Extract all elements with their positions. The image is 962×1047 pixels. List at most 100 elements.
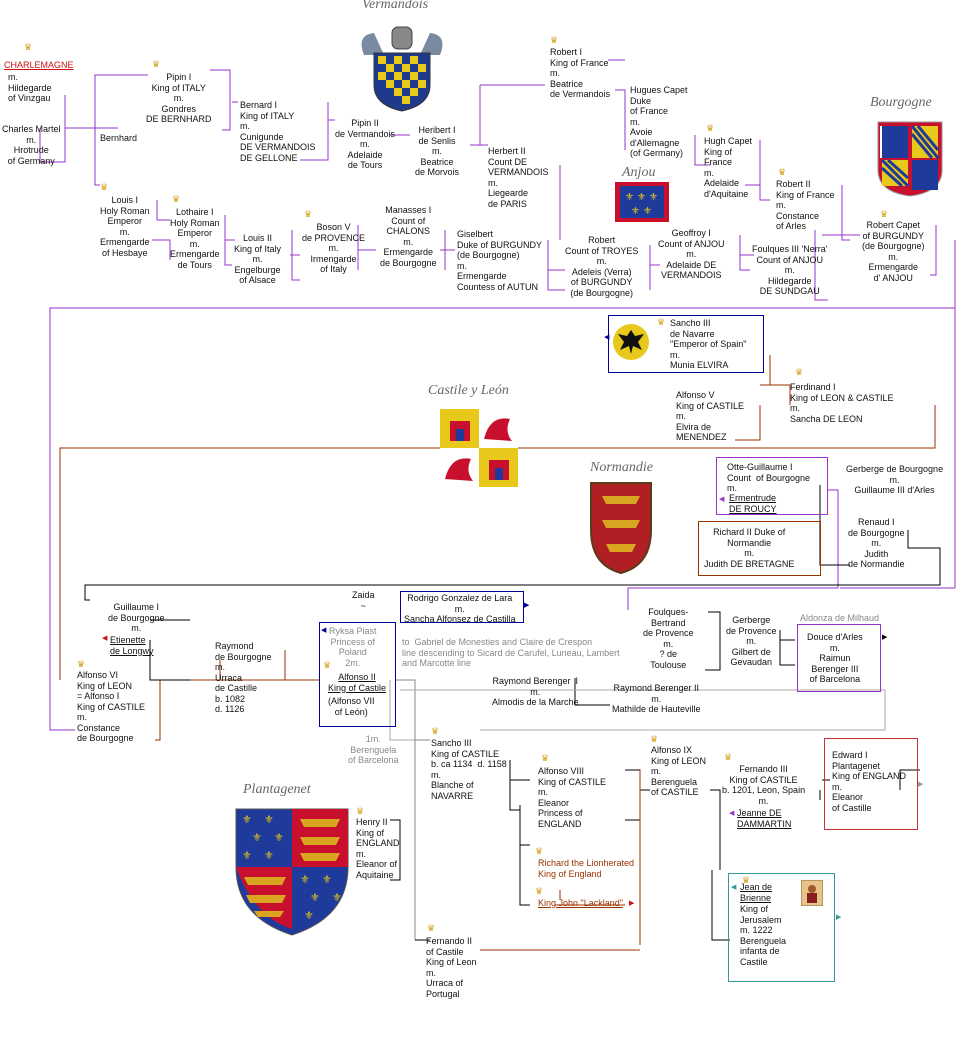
svg-text:⚜: ⚜ xyxy=(264,850,274,862)
nav-right-arrow-icon[interactable]: ▶ xyxy=(629,900,635,907)
person-guillaume-i: Guillaume I de Bourgogne m. xyxy=(108,602,165,633)
person-manasses-i: Manasses I Count of CHALONS m. Ermengard… xyxy=(380,205,437,268)
person-bernhard: Bernhard xyxy=(100,133,138,143)
svg-text:⚜: ⚜ xyxy=(242,814,252,826)
crown-icon: ♛ xyxy=(657,317,666,327)
crown-icon: ♛ xyxy=(880,209,889,219)
person-robert-capet: Robert Capet of BURGUNDY (de Bourgogne) … xyxy=(862,220,925,283)
crown-icon: ♛ xyxy=(742,875,751,885)
nav-left-arrow-icon[interactable]: ◀ xyxy=(321,627,327,634)
jean-de-brienne-portrait xyxy=(801,880,823,906)
crown-icon: ♛ xyxy=(172,194,181,204)
svg-text:⚜: ⚜ xyxy=(274,832,284,844)
person-louis-i: Louis I Holy Roman Emperor m. Ermengarde… xyxy=(100,195,150,258)
douce-box xyxy=(797,624,881,692)
person-charlemagne-spouse: m. Hildegarde of Vinzgau xyxy=(8,72,52,103)
person-edward-i: Edward I Plantagenet King of ENGLAND m. … xyxy=(832,750,907,813)
navarre-box xyxy=(608,315,764,373)
heading-vermandois: Vermandois xyxy=(362,0,429,12)
person-berenguela-barcelona: 1m. Berenguela of Barcelona xyxy=(348,734,399,765)
nav-right-arrow-icon[interactable]: ▶ xyxy=(882,634,888,641)
person-king-john-link[interactable]: King John "Lackland" xyxy=(538,898,623,908)
person-herbert-ii: Herbert II Count DE VERMANDOIS m. Liegea… xyxy=(488,146,549,209)
nav-right-arrow-icon[interactable]: ▶ xyxy=(918,781,924,788)
person-bernard-i: Bernard I King of ITALY m. Cunigunde DE … xyxy=(240,100,316,163)
person-pipin-i: Pipin I King of ITALY m. Gondres DE BERN… xyxy=(146,72,212,124)
person-charles-martel: Charles Martel m. Hrotrude of Germany xyxy=(2,124,61,166)
person-otte-guillaume: Otte-Guillaume I Count of Bourgogne m. xyxy=(727,462,811,493)
person-alfonso-vii-note: (Alfonso VII of León) xyxy=(328,696,375,717)
person-robert-troyes: Robert Count of TROYES m. Adeleis (Verra… xyxy=(565,235,639,298)
crown-icon: ♛ xyxy=(427,923,436,933)
svg-text:⚜: ⚜ xyxy=(310,892,320,904)
nav-left-arrow-icon[interactable]: ◀ xyxy=(731,884,737,891)
nav-left-arrow-icon[interactable]: ◀ xyxy=(102,635,108,642)
heading-castile: Castile y León xyxy=(428,383,509,398)
svg-text:⚜: ⚜ xyxy=(252,832,262,844)
person-gerberge-provence: Gerberge de Provence m. Gilbert de Gevau… xyxy=(726,615,777,667)
plantagenet-coat-of-arms: ⚜⚜⚜⚜⚜⚜ ⚜⚜⚜⚜⚜ xyxy=(235,808,349,936)
svg-text:⚜: ⚜ xyxy=(242,850,252,862)
person-robert-i: Robert I King of France m. Beatrice de V… xyxy=(550,47,611,99)
crown-icon: ♛ xyxy=(431,726,440,736)
edward1-box xyxy=(824,738,918,830)
person-aldonza: Aldonza de Milhaud xyxy=(800,613,880,623)
person-charlemagne-link[interactable]: CHARLEMAGNE xyxy=(4,60,74,70)
nav-right-arrow-icon[interactable]: ▶ xyxy=(836,914,842,921)
crown-icon: ♛ xyxy=(356,806,365,816)
person-ferdinand-i: Ferdinand I King of LEON & CASTILE m. Sa… xyxy=(790,382,894,424)
person-richard-lionheart: Richard the Lionherated King of England xyxy=(538,858,635,879)
person-alfonso-ix: Alfonso IX King of LEON m. Berenguela of… xyxy=(651,745,707,797)
bourgogne-coat-of-arms xyxy=(877,121,943,197)
person-geoffroy-i: Geoffroy I Count of ANJOU m. Adelaide DE… xyxy=(658,228,725,280)
person-douce-arles: Douce d'Arles m. Raimun Berenger III of … xyxy=(807,632,863,684)
castile-leon-coat-of-arms xyxy=(440,409,518,487)
crown-icon: ♛ xyxy=(100,182,109,192)
svg-text:⚜: ⚜ xyxy=(637,192,646,203)
person-ermentrude-link[interactable]: Ermentrude DE ROUCY xyxy=(729,493,777,514)
person-alfonso-vii-link[interactable]: Alfonso II King of Castile xyxy=(328,672,387,693)
person-etienette-link[interactable]: Etienette de Longwy xyxy=(110,635,154,656)
crown-icon: ♛ xyxy=(24,42,33,52)
svg-text:⚜: ⚜ xyxy=(300,874,310,886)
alfonso7-box xyxy=(319,622,396,727)
person-jean-de-brienne-link[interactable]: Jean de Brienne xyxy=(740,882,773,903)
crown-icon: ♛ xyxy=(77,659,86,669)
otte-box xyxy=(716,457,828,515)
jean-brienne-box xyxy=(728,873,835,982)
nav-left-arrow-icon[interactable]: ◀ xyxy=(604,334,610,341)
nav-left-arrow-icon[interactable]: ◀ xyxy=(729,810,735,817)
nav-right-arrow-icon[interactable]: ▶ xyxy=(524,602,530,609)
heading-anjou: Anjou xyxy=(622,165,656,180)
heading-plantagenet: Plantagenet xyxy=(243,782,311,797)
crown-icon: ♛ xyxy=(706,123,715,133)
person-alfonso-v: Alfonso V King of CASTILE m. Elvira de M… xyxy=(676,390,745,442)
svg-text:⚜: ⚜ xyxy=(631,206,640,217)
nav-left-arrow-icon[interactable]: ◀ xyxy=(719,496,725,503)
crown-icon: ♛ xyxy=(795,367,804,377)
person-raymond: Raymond de Bourgogne m. Urraca de Castil… xyxy=(215,641,272,714)
person-lothaire-i: Lothaire I Holy Roman Emperor m. Ermenga… xyxy=(170,207,220,270)
person-renaud-i: Renaud I de Bourgogne m. Judith de Norma… xyxy=(848,517,905,569)
crown-icon: ♛ xyxy=(152,59,161,69)
person-louis-ii: Louis II King of Italy m. Engelburge of … xyxy=(234,233,282,285)
svg-text:⚜: ⚜ xyxy=(264,814,274,826)
vermandois-coat-of-arms xyxy=(361,26,443,112)
heading-bourgogne: Bourgogne xyxy=(870,95,932,110)
person-jean-de-brienne-details: King of Jerusalem m. 1222 Berenguela inf… xyxy=(740,904,787,967)
anjou-coat-of-arms: ⚜⚜⚜⚜⚜ xyxy=(615,182,669,222)
person-zaida: Zaida ~ xyxy=(352,590,375,611)
person-hugh-capet: Hugh Capet King of France m. Adelaide d'… xyxy=(704,136,753,199)
descendant-line-note: to Gabriel de Monesties and Claire de Cr… xyxy=(402,637,620,668)
svg-text:⚜: ⚜ xyxy=(625,192,634,203)
normandie-coat-of-arms xyxy=(590,482,652,575)
crown-icon: ♛ xyxy=(304,209,313,219)
person-gerberge-bourgogne: Gerberge de Bourgogne m. Guillaume III d… xyxy=(846,464,944,495)
person-robert-ii: Robert II King of France m. Constance of… xyxy=(776,179,835,231)
person-alfonso-vi: Alfonso VI King of LEON = Alfonso I King… xyxy=(77,670,146,743)
person-rodrigo: Rodrigo Gonzalez de Lara m. Sancha Alfon… xyxy=(404,593,516,624)
person-jeanne-dammartin-link[interactable]: Jeanne DE DAMMARTIN xyxy=(737,808,792,829)
person-richard-ii: Richard II Duke of Normandie m. Judith D… xyxy=(704,527,795,569)
